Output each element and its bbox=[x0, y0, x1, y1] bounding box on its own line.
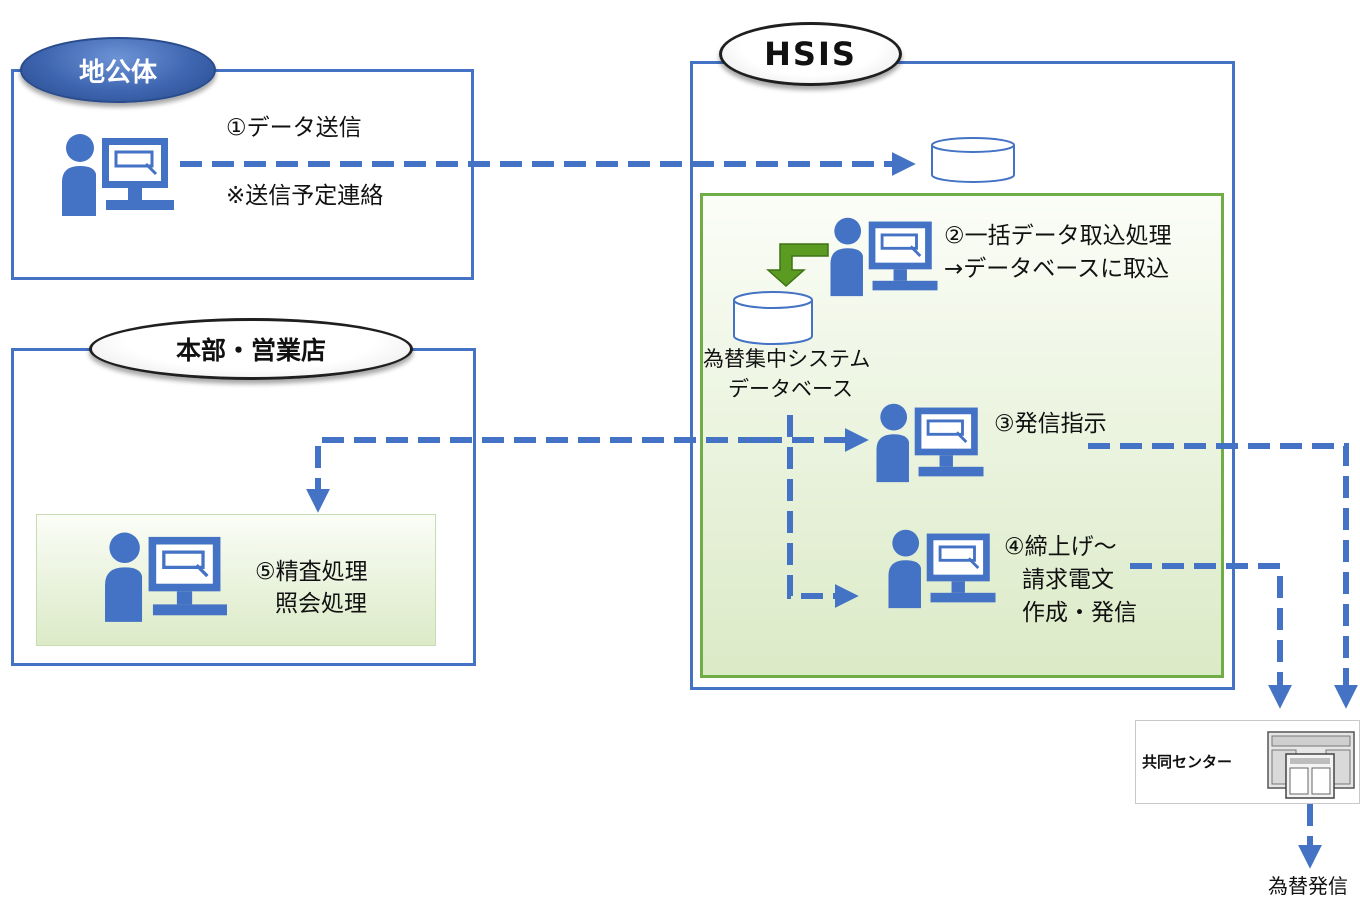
step3-label: ③発信指示 bbox=[994, 411, 1107, 437]
send-schedule-note: ※送信予定連絡 bbox=[226, 183, 384, 209]
step5-label-line2: 照会処理 bbox=[275, 591, 367, 617]
arrow-db-to-step4 bbox=[787, 415, 859, 608]
step4-label-line3: 作成・発信 bbox=[1022, 600, 1137, 626]
user-computer-icon bbox=[884, 524, 1000, 610]
database-label-line2: データベース bbox=[728, 377, 853, 401]
step2-label-line1: ②一括データ取込処理 bbox=[944, 223, 1172, 249]
remittance-output-label: 為替発信 bbox=[1268, 874, 1348, 898]
hsis-title: HSIS bbox=[719, 22, 902, 86]
step5-label-line1: ⑤精査処理 bbox=[255, 559, 368, 585]
honbu-process-area bbox=[36, 514, 436, 646]
joint-center-label: 共同センター bbox=[1142, 753, 1233, 771]
step4-label-line1: ④締上げ～ bbox=[1004, 534, 1117, 560]
arrow-step4-to-center bbox=[1130, 563, 1292, 709]
arrow-to-honbu bbox=[306, 437, 760, 513]
database-icon bbox=[732, 290, 814, 346]
step2-label-line2: →データベースに取込 bbox=[944, 256, 1170, 282]
honbu-title: 本部・営業店 bbox=[89, 318, 413, 380]
server-icon bbox=[1262, 728, 1358, 800]
user-computer-icon bbox=[100, 526, 232, 624]
step4-label-line2: 請求電文 bbox=[1022, 567, 1114, 593]
database-icon bbox=[930, 136, 1016, 184]
arrow-step3-to-center bbox=[1088, 443, 1358, 709]
user-computer-icon bbox=[826, 212, 942, 298]
import-arrow-icon bbox=[758, 236, 830, 288]
user-computer-icon bbox=[60, 128, 176, 218]
step1-label: ①データ送信 bbox=[226, 115, 362, 141]
chihou-title: 地公体 bbox=[20, 37, 216, 103]
database-label-line1: 為替集中システム bbox=[703, 347, 871, 371]
user-computer-icon bbox=[872, 398, 988, 484]
